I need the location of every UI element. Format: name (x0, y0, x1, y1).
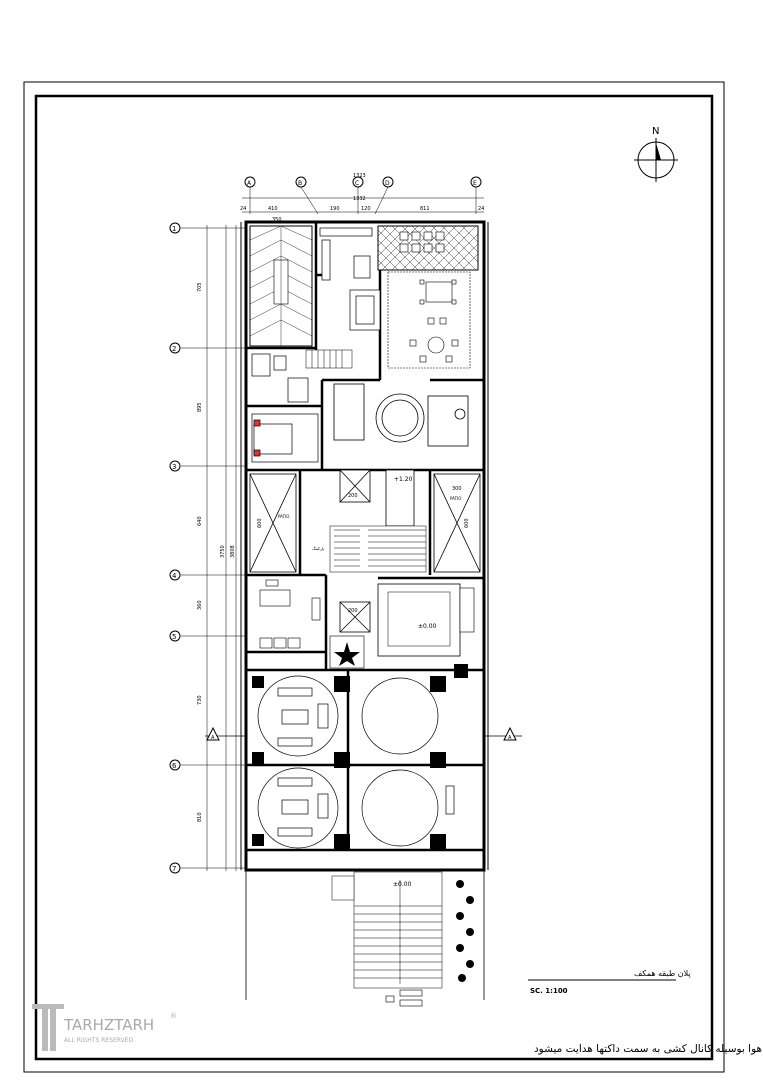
dim-top-total: 1323 (353, 173, 366, 179)
dim-top-inner: 350 (272, 217, 282, 223)
grid-row-1: 1 (172, 225, 176, 233)
row-grid: 1 2 3 4 5 6 7 705 895 640 360 730 810 37… (169, 222, 246, 874)
dim-left-1: 705 (197, 282, 203, 292)
upper-stair (305, 349, 353, 369)
patio-right-width: 300 (452, 486, 462, 492)
north-label: N (652, 126, 659, 137)
entrance-stair: ±0.00 (331, 871, 443, 989)
watermark-brand: TARHZTARH (63, 1016, 154, 1034)
elevator-lower: 200 (339, 601, 371, 633)
patio-left-height: 600 (257, 518, 263, 528)
grid-col-c: C (355, 180, 359, 187)
dim-top-4: 811 (420, 206, 430, 212)
entrance-level-label: ±0.00 (393, 881, 412, 888)
section-label-left: A (211, 735, 215, 741)
grid-col-b: B (298, 180, 302, 187)
section-label-right: A (508, 735, 512, 741)
dim-left-total-outer: 3808 (230, 545, 236, 558)
patio-right-label: PATIO (450, 496, 461, 501)
dim-top-sub: 1332 (353, 196, 366, 202)
grid-row-2: 2 (172, 345, 176, 353)
watermark-registered: ® (170, 1012, 177, 1020)
dim-left-6: 810 (197, 812, 203, 822)
lobby: ±0.00 (377, 583, 475, 657)
living-dining (387, 231, 471, 369)
kitchen (319, 227, 381, 331)
watermark-logo: TARHZTARH ® ALL RIGHTS RESERVED (28, 1000, 178, 1060)
site-boundary (245, 870, 485, 1000)
dim-top-1: 410 (268, 206, 278, 212)
watermark-sub: ALL RIGHTS RESERVED (64, 1037, 133, 1044)
raised-platform: +1.20 (385, 469, 415, 527)
patio-right-height: 600 (464, 518, 470, 528)
dim-left-4: 360 (197, 600, 203, 610)
grid-row-4: 4 (172, 572, 177, 580)
elevator-dim-upper: 200 (348, 493, 358, 499)
patio-left-label: PATIO (278, 514, 289, 519)
salon-rooms (257, 675, 455, 849)
dim-top-2: 190 (330, 206, 340, 212)
section-marker-right: A (484, 726, 522, 741)
upper-level-label: +1.20 (394, 476, 413, 483)
plant-icon (329, 635, 365, 669)
dim-edge-left: 24 (240, 206, 246, 212)
elevator-dim-lower: 200 (348, 608, 358, 614)
patio-right: PATIO 300 600 (433, 473, 481, 573)
planter-icon (456, 880, 474, 982)
dim-left-3: 640 (197, 516, 203, 526)
dim-top-3: 120 (361, 206, 371, 212)
lobby-level-label: ±0.00 (418, 623, 437, 630)
office (259, 579, 321, 649)
inner-sheet-border (34, 94, 714, 1061)
grid-col-e: E (473, 180, 477, 187)
dim-left-total: 3750 (220, 545, 226, 558)
drawing-scale: SC. 1:100 (530, 987, 568, 995)
title-block: پلان طبقه همکف SC. 1:100 (528, 969, 691, 995)
bedroom (251, 353, 319, 463)
entry-hall (333, 383, 469, 447)
grid-row-5: 5 (172, 633, 176, 641)
patio-left: PATIO 600 (249, 473, 297, 573)
stair-label: پارکینگ (312, 546, 324, 551)
dim-left-2: 895 (197, 402, 203, 412)
columns (252, 664, 468, 850)
footer-note: با توجه به ارتفاع بلند این طبقه مسیر هوا… (534, 1043, 763, 1055)
grid-col-d: D (385, 180, 390, 187)
building-outline (240, 220, 489, 872)
dim-edge-right: 24 (478, 206, 484, 212)
elevator-upper: 200 (339, 469, 371, 503)
grid-row-6: 6 (172, 762, 177, 770)
dim-left-5: 730 (197, 695, 203, 705)
section-marker-left: A (205, 726, 246, 741)
stepping-stones (385, 989, 423, 1007)
outer-sheet-border (23, 81, 725, 1073)
grid-row-3: 3 (172, 463, 176, 471)
column-grid: A B C D E 1323 1332 410 190 120 811 24 2… (240, 173, 484, 223)
main-staircase: پارکینگ (312, 525, 427, 573)
grid-row-7: 7 (172, 865, 176, 873)
drawing-title: پلان طبقه همکف (634, 969, 691, 978)
north-arrow-icon: N (634, 126, 678, 182)
grid-col-a: A (247, 180, 252, 187)
parking-ramp (249, 225, 313, 347)
